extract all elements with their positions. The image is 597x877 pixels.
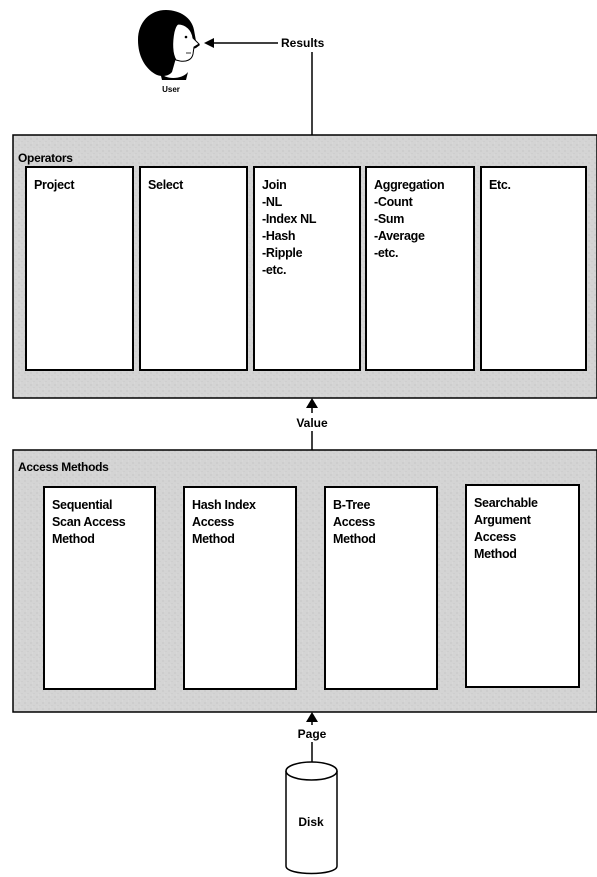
operator-box-3-line: -Index NL <box>262 212 317 226</box>
operator-box-4-line: -Count <box>374 195 414 209</box>
access-method-box-4-line: Argument <box>474 513 532 527</box>
operator-box-5: Etc. <box>480 166 587 371</box>
access-method-box-2-line: Method <box>192 532 235 546</box>
user-figure: User <box>138 10 200 94</box>
page-label: Page <box>298 727 327 741</box>
access-method-box-1-line: Method <box>52 532 95 546</box>
operator-box-2-line: Select <box>148 178 184 192</box>
operator-box-2: Select <box>139 166 248 371</box>
disk-cylinder: Disk <box>285 761 338 875</box>
user-label: User <box>162 85 180 94</box>
operator-box-4-line: -Sum <box>374 212 404 226</box>
disk-label: Disk <box>298 815 324 829</box>
results-label: Results <box>281 36 325 50</box>
access-method-box-1-line: Scan Access <box>52 515 126 529</box>
operators-title: Operators <box>18 151 73 165</box>
operators-panel: Operators Project Select Join -NL -Index NL -… <box>12 134 597 399</box>
operator-box-3: Join -NL -Index NL -Hash -Ripple -etc. <box>253 166 361 371</box>
operator-box-1-line: Project <box>34 178 75 192</box>
value-arrow <box>306 398 318 450</box>
access-method-box-4-line: Searchable <box>474 496 538 510</box>
operator-box-4-line: Aggregation <box>374 178 444 192</box>
access-methods-title: Access Methods <box>18 460 109 474</box>
operator-box-3-line: -NL <box>262 195 283 209</box>
access-method-box-2-line: Hash Index <box>192 498 256 512</box>
user-icon <box>138 10 200 80</box>
access-method-box-3-line: Access <box>333 515 375 529</box>
operator-box-1: Project <box>25 166 134 371</box>
operator-box-5-line: Etc. <box>489 178 511 192</box>
operator-box-4-line: -Average <box>374 229 425 243</box>
access-method-box-3-line: B-Tree <box>333 498 370 512</box>
access-method-box-4-line: Method <box>474 547 517 561</box>
results-arrow <box>204 38 313 135</box>
operator-box-4-line: -etc. <box>374 246 398 260</box>
access-method-box-3-line: Method <box>333 532 376 546</box>
operator-box-3-line: Join <box>262 178 287 192</box>
value-label: Value <box>296 416 328 430</box>
operator-box-3-line: -Hash <box>262 229 295 243</box>
operator-box-3-line: -Ripple <box>262 246 303 260</box>
access-method-box-1-line: Sequential <box>52 498 112 512</box>
operator-box-3-line: -etc. <box>262 263 286 277</box>
access-method-box-4-line: Access <box>474 530 516 544</box>
page-arrow <box>306 712 318 762</box>
operator-box-4: Aggregation -Count -Sum -Average -etc. <box>365 166 475 371</box>
access-method-box-2-line: Access <box>192 515 234 529</box>
